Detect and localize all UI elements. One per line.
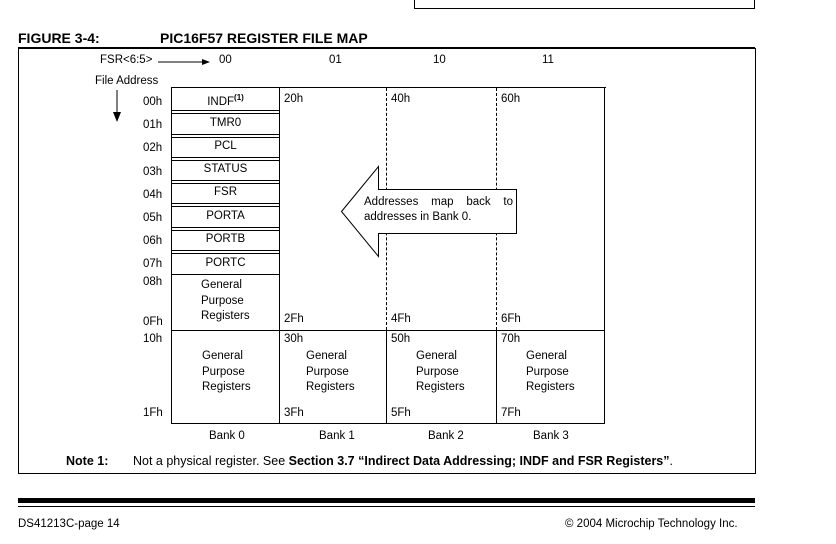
row-address: 05h [143,212,163,224]
bank-label: Bank 2 [428,430,464,442]
fsr-col-01: 01 [329,54,342,66]
bank2-start-address: 40h [391,93,411,105]
row-address: 01h [143,119,163,131]
row-address: 06h [143,235,163,247]
figure-frame [18,48,756,474]
bank2-upper-start: 50h [391,333,411,345]
footer-doc-number: DS41213C-page 14 [18,518,120,530]
footer-rule-thin [18,506,755,507]
row-address: 02h [143,142,163,154]
bank-label: Bank 1 [319,430,355,442]
register-fsr: FSR [214,186,237,198]
indf-footnote-marker: (1) [234,93,244,102]
note-text: Not a physical register. See Section 3.7… [133,454,673,468]
footer-rule-thick [18,498,755,503]
row-address: 1Fh [143,407,163,419]
bank3-upper-start: 70h [501,333,521,345]
fsr-col-10: 10 [433,54,446,66]
figure-title: PIC16F57 REGISTER FILE MAP [160,30,368,46]
register-tmr0: TMR0 [209,117,242,129]
bank1-upper-end: 3Fh [284,407,304,419]
register-portc: PORTC [205,257,246,269]
row-address: 04h [143,189,163,201]
fsr-label: FSR<6:5> [100,54,153,66]
fsr-col-00: 00 [219,54,232,66]
bank-label: Bank 0 [209,430,245,442]
register-indf: INDF(1) [207,93,244,108]
bank1-mid-address: 2Fh [284,313,304,325]
row-address: 08h [143,276,163,288]
fsr-col-11: 11 [542,54,554,66]
fsr-arrow-icon [158,59,210,65]
file-address-down-arrow-icon [113,90,121,122]
bank1-start-address: 20h [284,93,304,105]
register-porta: PORTA [206,210,245,222]
bank3-upper-end: 7Fh [501,407,521,419]
register-portb: PORTB [205,233,246,245]
note-section-reference[interactable]: Section 3.7 “Indirect Data Addressing; I… [288,454,670,468]
register-status: STATUS [203,163,248,175]
bank3-mid-address: 6Fh [501,313,521,325]
bank-label: Bank 3 [533,430,569,442]
map-back-arrow-icon [340,165,517,258]
bank1-upper-start: 30h [284,333,304,345]
file-address-label: File Address [95,75,159,87]
row-address: 07h [143,258,163,270]
row-address: 03h [143,166,163,178]
row-address: 00h [143,96,163,108]
title-rule [18,47,755,49]
figure-label: FIGURE 3-4: [18,30,100,46]
register-pcl: PCL [214,140,237,152]
bank3-start-address: 60h [501,93,521,105]
footer-copyright: © 2004 Microchip Technology Inc. [565,518,738,530]
note-label: Note 1: [66,454,109,468]
bank2-upper-end: 5Fh [391,407,411,419]
row-address: 0Fh [143,316,163,328]
map-back-text: Addresses map back to addresses in Bank … [364,196,513,223]
bank2-mid-address: 4Fh [391,313,411,325]
row-address: 10h [143,333,163,345]
